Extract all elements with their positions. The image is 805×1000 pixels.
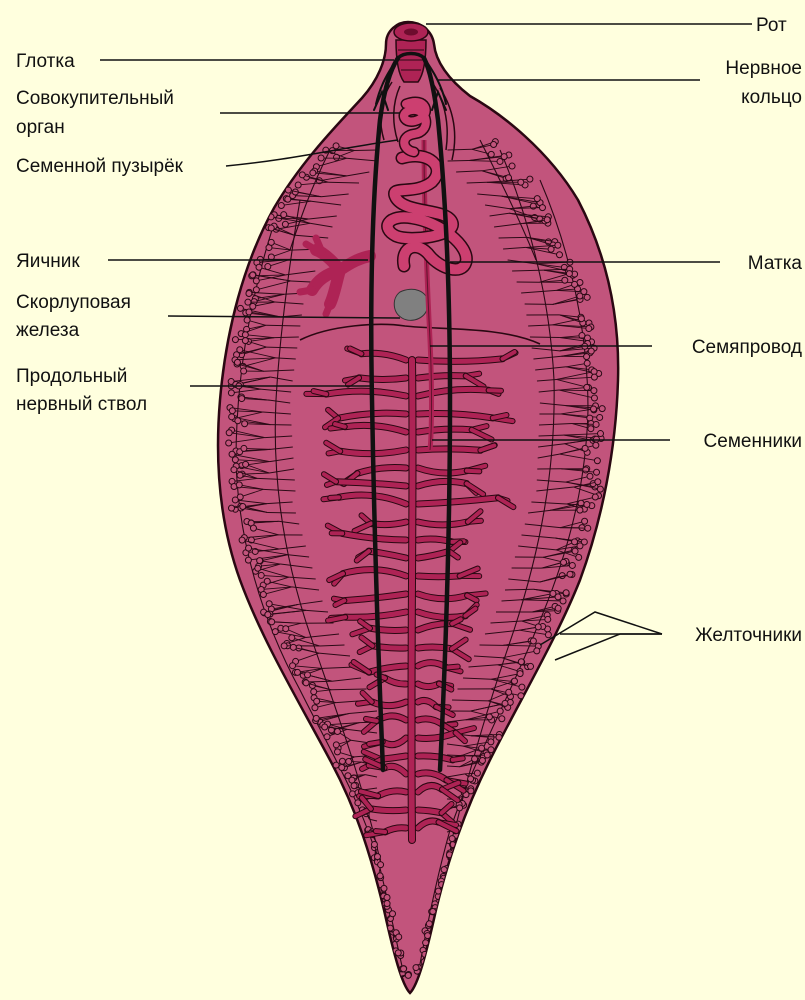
label-testes: Семенники xyxy=(704,431,802,452)
label-vitellaria: Желточники xyxy=(695,625,802,646)
label-copulatory-organ-line2: орган xyxy=(16,117,65,138)
label-shell-gland-line2: железа xyxy=(16,320,80,341)
label-vas-deferens: Семяпровод xyxy=(692,337,802,358)
label-mouth: Рот xyxy=(756,15,787,36)
label-uterus: Матка xyxy=(748,253,803,274)
label-nerve-trunk-line2: нервный ствол xyxy=(16,394,147,415)
label-seminal-vesicle: Семенной пузырёк xyxy=(16,156,184,177)
shell-gland xyxy=(394,289,428,320)
label-nerve-trunk-line1: Продольный xyxy=(16,366,127,387)
pharynx xyxy=(396,40,426,82)
worm-body xyxy=(218,22,618,993)
label-shell-gland-line1: Скорлуповая xyxy=(16,292,131,313)
label-pharynx: Глотка xyxy=(16,51,75,72)
label-ovary: Яичник xyxy=(16,251,80,272)
label-copulatory-organ-line1: Совокупительный xyxy=(16,88,174,109)
label-nerve-ring-line1: Нервное xyxy=(725,58,802,79)
label-nerve-ring-line2: кольцо xyxy=(741,87,802,108)
